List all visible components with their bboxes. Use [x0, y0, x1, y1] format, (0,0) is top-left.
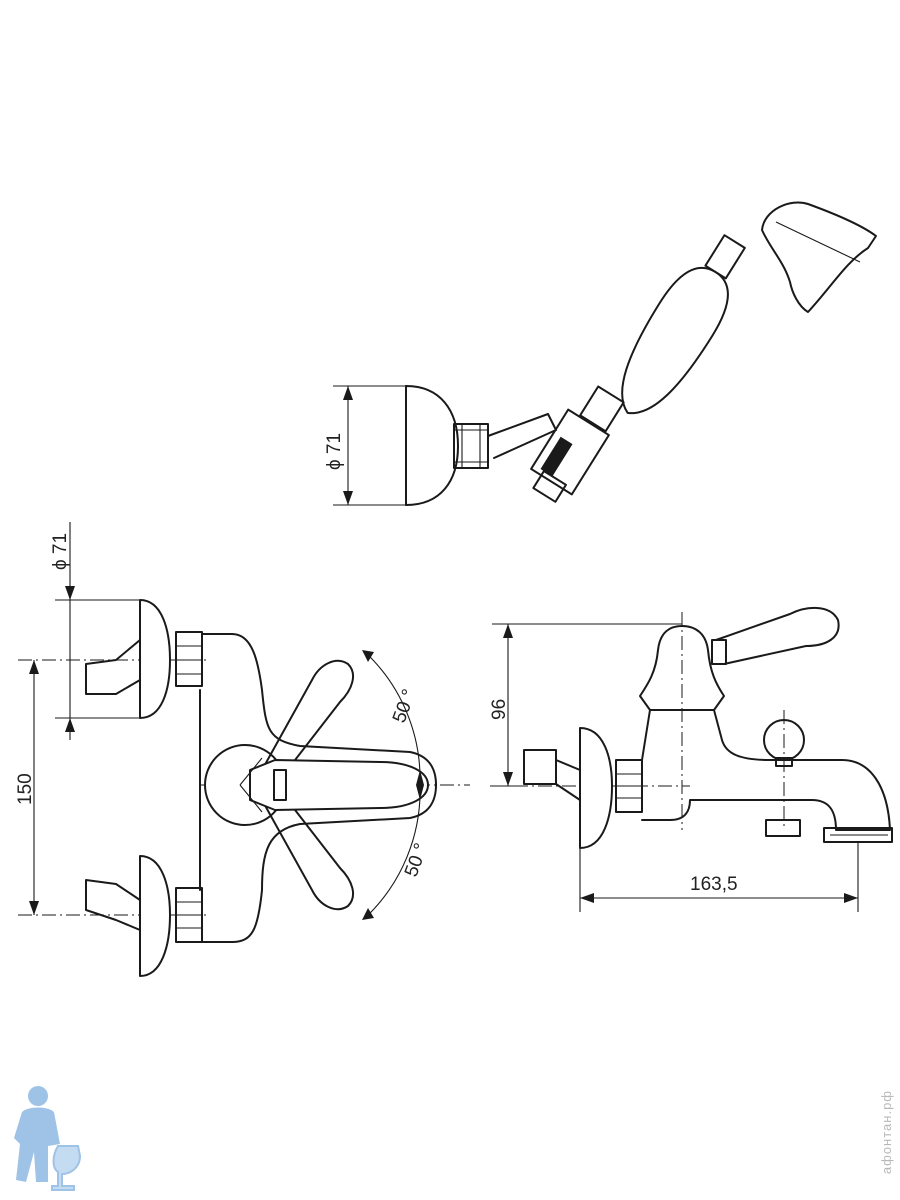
- flange-diameter-label: ϕ 71: [50, 533, 71, 570]
- holder-nut: [453, 423, 489, 469]
- side-body: [641, 709, 891, 831]
- mixer-front-view: 50 ° 50 ° ϕ 71 150: [15, 522, 470, 977]
- mixer-body: [201, 633, 437, 943]
- hand-shower-assembly: ϕ 71: [324, 201, 877, 506]
- lever-lower-position: [261, 787, 355, 911]
- inlet-spacing-label: 150: [15, 773, 36, 805]
- side-cap: [639, 625, 725, 711]
- site-watermark: афонтан.рф: [879, 1090, 894, 1175]
- upper-flange: [139, 599, 171, 719]
- plumber-mascot-logo: [14, 1086, 82, 1191]
- side-flange: [579, 727, 613, 849]
- lever-center-position: [249, 759, 429, 811]
- lower-flange: [139, 855, 171, 977]
- holder-cup: [405, 385, 459, 506]
- body-height-label: 96: [489, 699, 510, 720]
- spout-length-label: 163,5: [690, 874, 738, 895]
- angle-lower-label: 50 °: [401, 841, 432, 880]
- holder-diameter-label: ϕ 71: [324, 433, 345, 470]
- mixer-side-view: 96 163,5: [489, 607, 893, 912]
- shower-handle: [621, 234, 746, 415]
- lever-upper-position: [261, 659, 355, 783]
- holder-clamp: [530, 408, 610, 503]
- shower-head: [761, 201, 877, 313]
- side-lever: [715, 607, 840, 665]
- angle-upper-label: 50 °: [389, 687, 420, 726]
